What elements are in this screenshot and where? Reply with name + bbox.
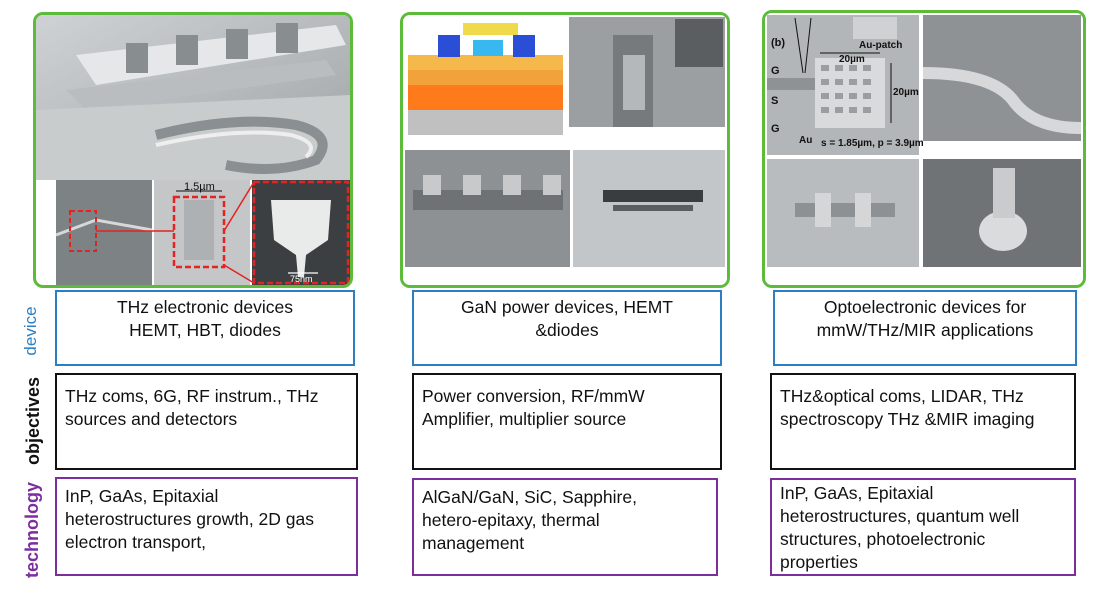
technology-line-4: properties: [780, 552, 858, 572]
sem-image-thz-devices: [36, 15, 350, 285]
sem-image-optoelectronic-devices: [765, 13, 1083, 285]
technology-line-3: structures, photoelectronic: [780, 529, 986, 549]
label-g-top: G: [771, 65, 780, 77]
technology-box-gan-power: AlGaN/GaN, SiC, Sapphire, hetero-epitaxy…: [412, 478, 718, 576]
technology-line-2: hetero-epitaxy, thermal: [422, 510, 600, 530]
device-box-optoelectronic: Optoelectronic devices for mmW/THz/MIR a…: [773, 290, 1077, 366]
objectives-line-2: spectroscopy THz &MIR imaging: [780, 409, 1035, 429]
objectives-line-1: Power conversion, RF/mmW: [422, 386, 645, 406]
objectives-box-thz-electronic: THz coms, 6G, RF instrum., THz sources a…: [55, 373, 358, 470]
objectives-line-2: Amplifier, multiplier source: [422, 409, 627, 429]
device-line-2: HEMT, HBT, diodes: [129, 320, 281, 340]
label-g-bottom: G: [771, 123, 780, 135]
technology-box-thz-electronic: InP, GaAs, Epitaxial heterostructures gr…: [55, 477, 358, 576]
device-line-2: mmW/THz/MIR applications: [816, 320, 1034, 340]
objectives-line-1: THz coms, 6G, RF instrum., THz: [65, 386, 319, 406]
technology-line-2: heterostructures growth, 2D gas: [65, 509, 315, 529]
sem-image-panel-3: (b) Au-patch 20µm 20µm G S G Au s = 1.85…: [762, 10, 1086, 288]
row-label-device: device: [21, 306, 40, 356]
technology-line-2: heterostructures, quantum well: [780, 506, 1020, 526]
dimension-label-height: 20µm: [893, 87, 919, 98]
device-line-1: THz electronic devices: [116, 297, 294, 317]
technology-line-3: electron transport,: [65, 532, 207, 552]
objectives-line-2: sources and detectors: [65, 409, 238, 429]
row-label-technology: technology: [22, 482, 42, 579]
label-s: S: [771, 95, 779, 107]
dimension-label-width: 20µm: [839, 54, 865, 65]
technology-box-optoelectronic: InP, GaAs, Epitaxial heterostructures, q…: [770, 478, 1076, 576]
objectives-box-gan-power: Power conversion, RF/mmW Amplifier, mult…: [412, 373, 722, 470]
technology-line-1: InP, GaAs, Epitaxial: [65, 486, 219, 506]
row-label-objectives: objectives: [23, 376, 43, 466]
objectives-line-1: THz&optical coms, LIDAR, THz: [780, 386, 1024, 406]
device-box-gan-power: GaN power devices, HEMT &diodes: [412, 290, 722, 366]
device-line-1: Optoelectronic devices for: [823, 297, 1027, 317]
technology-line-1: AlGaN/GaN, SiC, Sapphire,: [422, 487, 637, 507]
label-array-parameters: s = 1.85µm, p = 3.9µm: [821, 138, 924, 149]
device-line-1: GaN power devices, HEMT: [460, 297, 673, 317]
technology-line-1: InP, GaAs, Epitaxial: [780, 483, 934, 503]
device-box-thz-electronic: THz electronic devices HEMT, HBT, diodes: [55, 290, 355, 366]
scale-label-1-5um: 1.5µm: [184, 181, 215, 193]
label-au: Au: [799, 135, 813, 146]
scale-label-75nm: 75nm: [290, 274, 313, 284]
device-line-2: &diodes: [535, 320, 599, 340]
panel-label-b: (b): [771, 37, 786, 49]
sem-image-panel-1: 1.5µm 75nm: [33, 12, 353, 288]
objectives-box-optoelectronic: THz&optical coms, LIDAR, THz spectroscop…: [770, 373, 1076, 470]
technology-line-3: management: [422, 533, 525, 553]
sem-image-panel-2: [400, 12, 730, 288]
label-au-patch: Au-patch: [859, 40, 903, 51]
sem-image-gan-devices: [403, 15, 727, 285]
